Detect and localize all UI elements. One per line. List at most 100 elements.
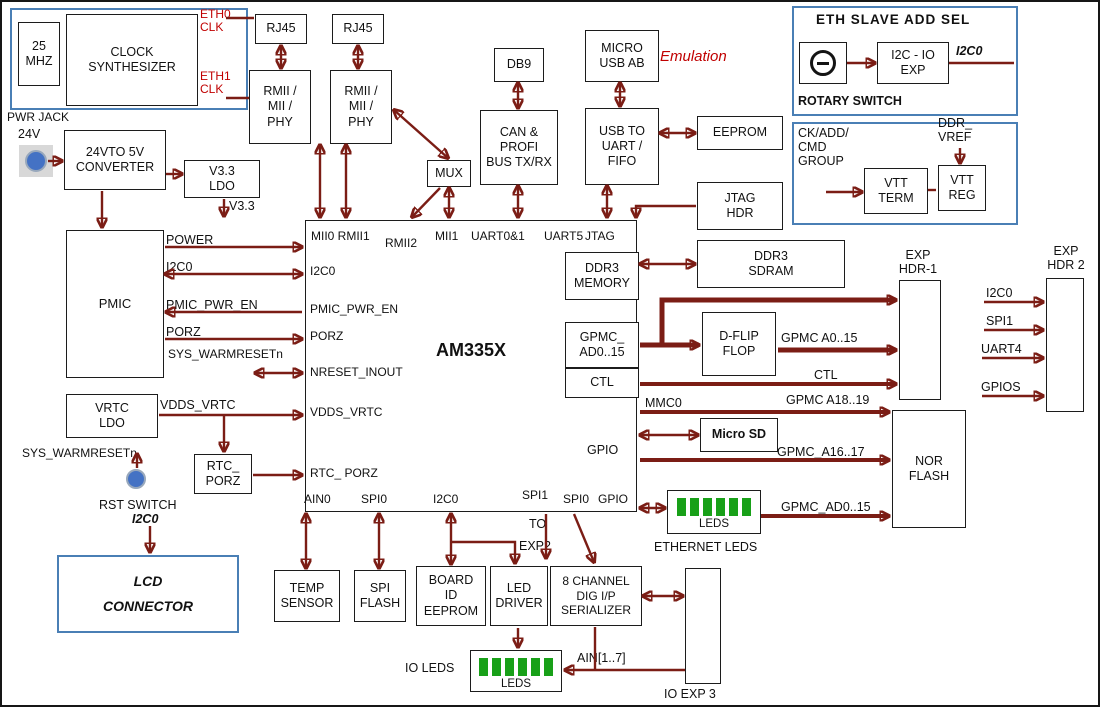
pin-spi1: SPI1 — [522, 488, 549, 502]
block-nor-flash: NOR FLASH — [892, 410, 966, 528]
pin-uart5: UART5 — [544, 229, 584, 243]
label-v33: V3.3 — [229, 199, 255, 213]
block-ddr3-sdram: DDR3 SDRAM — [697, 240, 845, 288]
pin-porz: PORZ — [310, 329, 344, 343]
block-can-profibus: CAN & PROFI BUS TX/RX — [480, 110, 558, 185]
vtt-group-frame — [792, 122, 1018, 225]
block-io-leds: LEDS — [470, 650, 562, 692]
wire-spi0-serializer — [572, 513, 594, 562]
block-gpmc-ad: GPMC_ AD0..15 — [565, 322, 639, 368]
label-eth-slave-title: ETH SLAVE ADD SEL — [816, 12, 971, 27]
label-sys-warmreset-a: SYS_WARMRESETn — [168, 347, 283, 361]
label-io-exp3: IO EXP 3 — [664, 687, 716, 701]
label-sys-warmreset-b: SYS_WARMRESETn — [22, 446, 137, 460]
block-v33-ldo: V3.3 LDO — [184, 160, 260, 198]
label-pwr-jack: PWR JACK — [7, 110, 70, 124]
pin-i2c0: I2C0 — [310, 264, 336, 278]
label-spi1-exp2: SPI1 — [986, 314, 1014, 328]
pin-mii0-rmii1: MII0 RMII1 — [311, 229, 370, 243]
pin-pmic-pwr-en: PMIC_PWR_EN — [310, 302, 399, 316]
eth-slave-group-frame — [792, 6, 1018, 116]
label-i2c0-pmic: I2C0 — [166, 260, 193, 274]
block-spi-flash: SPI FLASH — [354, 570, 406, 622]
label-i2c0-lcd: I2C0 — [132, 512, 159, 526]
block-micro-sd: Micro SD — [700, 418, 778, 452]
pin-jtag: JTAG — [585, 229, 615, 243]
pin-spi0-a: SPI0 — [361, 492, 388, 506]
pin-nreset-inout: NRESET_INOUT — [310, 365, 403, 379]
pin-i2c0-b: I2C0 — [433, 492, 459, 506]
label-gpios: GPIOS — [981, 380, 1021, 394]
label-power: POWER — [166, 233, 214, 247]
pwr-jack-connector — [25, 150, 47, 172]
label-mmc0: MMC0 — [645, 396, 682, 410]
label-exp2: EXP2 — [519, 539, 551, 553]
label-ain-1-7: AIN[1..7] — [577, 651, 626, 665]
pin-mii1: MII1 — [435, 229, 459, 243]
label-24v: 24V — [18, 127, 41, 141]
label-ethernet-leds: ETHERNET LEDS — [654, 540, 758, 554]
label-emulation: Emulation — [660, 48, 727, 65]
block-phy-a: RMII / MII / PHY — [249, 70, 311, 144]
block-led-driver: LED DRIVER — [490, 566, 548, 626]
block-i2c-io-expander: I2C - IO EXP — [877, 42, 949, 84]
label-to: TO — [529, 517, 547, 531]
block-exp-hdr1 — [899, 280, 941, 400]
wire-jtaghdr-am — [636, 204, 696, 217]
block-mux: MUX — [427, 160, 471, 187]
block-temp-sensor: TEMP SENSOR — [274, 570, 340, 622]
pin-vdds-vrtc: VDDS_VRTC — [310, 405, 383, 419]
block-ddr3-memory: DDR3 MEMORY — [565, 252, 639, 300]
rotary-slot — [817, 61, 829, 65]
block-eeprom: EEPROM — [697, 116, 783, 150]
label-i2c0-exp2: I2C0 — [986, 286, 1013, 300]
block-ethernet-leds: LEDS — [667, 490, 761, 534]
label-gpmc-a16-17: GPMC_A16..17 — [777, 445, 865, 459]
label-ck-add-cmd: CK/ADD/ CMD GROUP — [798, 126, 849, 168]
led-bars — [479, 658, 553, 676]
block-board-id-eeprom: BOARD ID EEPROM — [416, 566, 486, 626]
block-lcd-connector: LCD CONNECTOR — [57, 555, 239, 633]
pin-uart0-1: UART0&1 — [471, 229, 525, 243]
label-porz: PORZ — [166, 325, 201, 339]
wire-i2c0-leddriver — [451, 540, 515, 563]
label-rst-switch: RST SWITCH — [99, 498, 177, 512]
label-exp-hdr2: EXP HDR 2 — [1047, 244, 1085, 272]
block-vtt-term: VTT TERM — [864, 168, 928, 214]
block-d-flip-flop: D-FLIP FLOP — [702, 312, 776, 376]
label-i2c0-rotary: I2C0 — [956, 44, 983, 58]
leds-label: LEDS — [500, 678, 532, 690]
block-clock-synthesizer: CLOCK SYNTHESIZER — [66, 14, 198, 106]
block-usb-uart-fifo: USB TO UART / FIFO — [585, 108, 659, 185]
leds-label: LEDS — [698, 518, 730, 530]
block-rj45-a: RJ45 — [255, 14, 307, 44]
pin-rtc-porz: RTC_ PORZ — [310, 466, 378, 480]
label-gpmc-a0-15: GPMC A0..15 — [781, 331, 858, 345]
block-rtc-porz: RTC_ PORZ — [194, 454, 252, 494]
label-rotary-switch: ROTARY SWITCH — [798, 94, 902, 108]
pin-rmii2: RMII2 — [385, 236, 418, 250]
block-phy-b: RMII / MII / PHY — [330, 70, 392, 144]
label-io-leds: IO LEDS — [405, 661, 455, 675]
label-gpmc-ad0-15: GPMC_AD0..15 — [781, 500, 871, 514]
block-micro-usb: MICRO USB AB — [585, 30, 659, 82]
chip-title: AM335X — [435, 340, 507, 360]
block-io-exp3 — [685, 568, 721, 684]
wire-phyb-mux — [394, 110, 448, 158]
block-vtt-reg: VTT REG — [938, 165, 986, 211]
label-gpio: GPIO — [587, 443, 619, 457]
rotary-switch-icon — [810, 50, 836, 76]
clock-group-frame — [10, 8, 248, 110]
block-serializer: 8 CHANNEL DIG I/P SERIALIZER — [550, 566, 642, 626]
label-gpmc-a18-19: GPMC A18..19 — [786, 393, 870, 407]
block-rotary-switch — [799, 42, 847, 84]
pin-ain0: AIN0 — [304, 492, 331, 506]
block-exp-hdr2 — [1046, 278, 1084, 412]
label-uart4: UART4 — [981, 342, 1022, 356]
block-db9: DB9 — [494, 48, 544, 82]
label-ddr-vref: DDR_ VREF — [938, 116, 973, 144]
rst-switch-button — [126, 469, 146, 489]
wire-mux-rmii2 — [412, 187, 441, 217]
block-jtag-hdr: JTAG HDR — [697, 182, 783, 230]
